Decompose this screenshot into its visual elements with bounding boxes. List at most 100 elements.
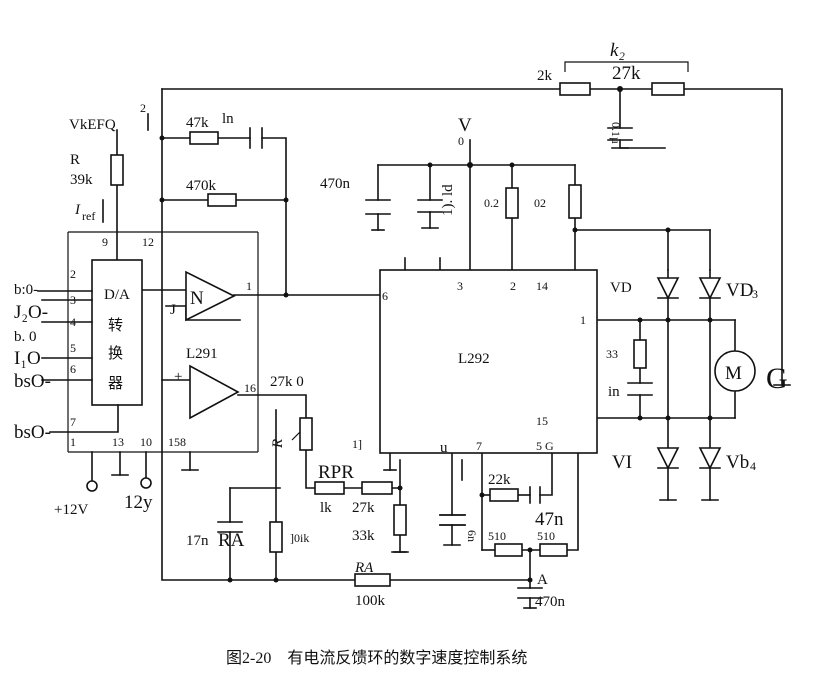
label-pin11: 1] [352, 437, 362, 451]
power-terminals [86, 477, 152, 492]
l292-chip: L292 6 3 2 14 1 15 [379, 269, 598, 454]
label-vi: VI [612, 452, 632, 473]
resistor-0ik [269, 521, 283, 553]
da-pin3: 3 [70, 293, 76, 307]
input-i1o: I₁O [14, 348, 41, 369]
power-labels: +12V 12y [54, 492, 153, 518]
label-2k: 2k [537, 68, 553, 84]
resistor-510b [539, 543, 568, 557]
label-6n: 6n [465, 530, 479, 542]
label-in: in [608, 384, 620, 400]
label-a: A [537, 572, 548, 588]
label-iref: I [74, 202, 81, 218]
label-47k: 47k [186, 115, 209, 131]
diode-vd [656, 277, 680, 300]
resistor-02 [568, 184, 582, 219]
ground-symbols [111, 147, 791, 609]
l292-title: L292 [458, 351, 490, 367]
label-two-mark: 2 [140, 101, 146, 115]
input-j2o: J₂O- [14, 302, 48, 323]
da-title: D/A [104, 287, 130, 303]
terminal-plus12v [86, 480, 98, 492]
label-pin7: 7 [476, 439, 482, 453]
label-plus12v: +12V [54, 502, 88, 518]
opamp-upper-j: J [170, 302, 176, 318]
label-v: V [458, 115, 472, 136]
resistor-lk [314, 481, 345, 495]
bridge-labels: VD VD 3 VI Vb 4 33 in G [606, 280, 788, 473]
label-ra-bottom: RA [354, 560, 374, 576]
resistor-27k-mid [361, 481, 393, 495]
label-pin5g: 5 G [536, 439, 554, 453]
resistor-27k-top [651, 82, 685, 96]
input-bso-1: bsO- [14, 371, 51, 392]
label-k2: k₂ [610, 40, 625, 61]
resistor-510a [494, 543, 523, 557]
top-labels: k₂ 2k 27k 0.1µ VkEFQ R 39k I ref 2 47k l… [69, 40, 641, 223]
diode-vb4 [698, 447, 722, 470]
label-lk: lk [320, 500, 332, 516]
junction-dots [159, 86, 713, 583]
label-27k0: 27k 0 [270, 374, 304, 390]
da-pin10: 10 [140, 435, 152, 449]
da-pin7: 7 [70, 415, 76, 429]
label-1ld: 1). ld [440, 184, 456, 216]
da-pin1: 1 [70, 435, 76, 449]
label-vd: VD [610, 280, 632, 296]
opamp-lower: + L291 16 [174, 346, 256, 420]
resistors [110, 82, 685, 587]
wires [67, 61, 783, 589]
label-510a: 510 [488, 529, 506, 543]
opamp-lower-label: L291 [186, 346, 218, 362]
label-tach-g: G [766, 362, 788, 395]
label-22k: 22k [488, 472, 511, 488]
input-b0: b:0- [14, 282, 38, 298]
label-iref-sub: ref [82, 209, 95, 223]
figure-caption: 图2-20 有电流反馈环的数字速度控制系统 [226, 649, 527, 667]
resistor-pot-rp [299, 417, 313, 451]
opamp-upper-pin1: 1 [246, 279, 252, 293]
label-vd3: VD [726, 280, 753, 301]
da-pin12: 12 [142, 235, 154, 249]
opamp-lower-pin: 16 [244, 381, 256, 395]
input-b0-dot: b. 0 [14, 329, 37, 345]
label-vkefq: VkEFQ [69, 117, 116, 133]
label-33: 33 [606, 347, 618, 361]
resistor-22k [489, 488, 519, 502]
l292-pin14: 14 [536, 279, 548, 293]
l292-pin6: 6 [382, 289, 388, 303]
resistor-39k [110, 154, 124, 186]
l292-pin3: 3 [457, 279, 463, 293]
da-pin158: 158 [168, 435, 186, 449]
da-char-2: 换 [108, 345, 123, 362]
label-ln: ln [222, 111, 234, 127]
resistor-0.2 [505, 187, 519, 219]
diode-vd3 [698, 277, 722, 300]
label-vd3-sub: 3 [752, 287, 758, 301]
label-17n: 17n [186, 533, 209, 549]
label-vb4-sub: 4 [750, 459, 756, 473]
label-470k: 470k [186, 178, 217, 194]
terminal-minus12v [140, 477, 152, 489]
diodes [656, 277, 722, 470]
label-0ik: ]0ik [290, 531, 309, 545]
label-ra: RA [218, 530, 245, 551]
da-pin6: 6 [70, 362, 76, 376]
label-27k-mid: 27k [352, 500, 375, 516]
label-0.2: 0.2 [484, 196, 499, 210]
label-510b: 510 [537, 529, 555, 543]
da-pin9: 9 [102, 235, 108, 249]
label-100k: 100k [355, 593, 386, 609]
motor: M [714, 350, 756, 392]
da-converter: D/A 转 换 器 9 12 2 3 4 5 6 7 1 13 10 158 [37, 235, 186, 449]
label-r: R [70, 152, 80, 168]
label-u: u [440, 440, 448, 456]
label-39k: 39k [70, 172, 93, 188]
da-pin5: 5 [70, 341, 76, 355]
label-470n-bottom: 470n [535, 594, 566, 610]
da-char-3: 器 [108, 376, 123, 392]
resistor-33k [393, 504, 407, 536]
l292-pin15: 15 [536, 414, 548, 428]
opamp-upper: N 1 J [170, 270, 252, 322]
